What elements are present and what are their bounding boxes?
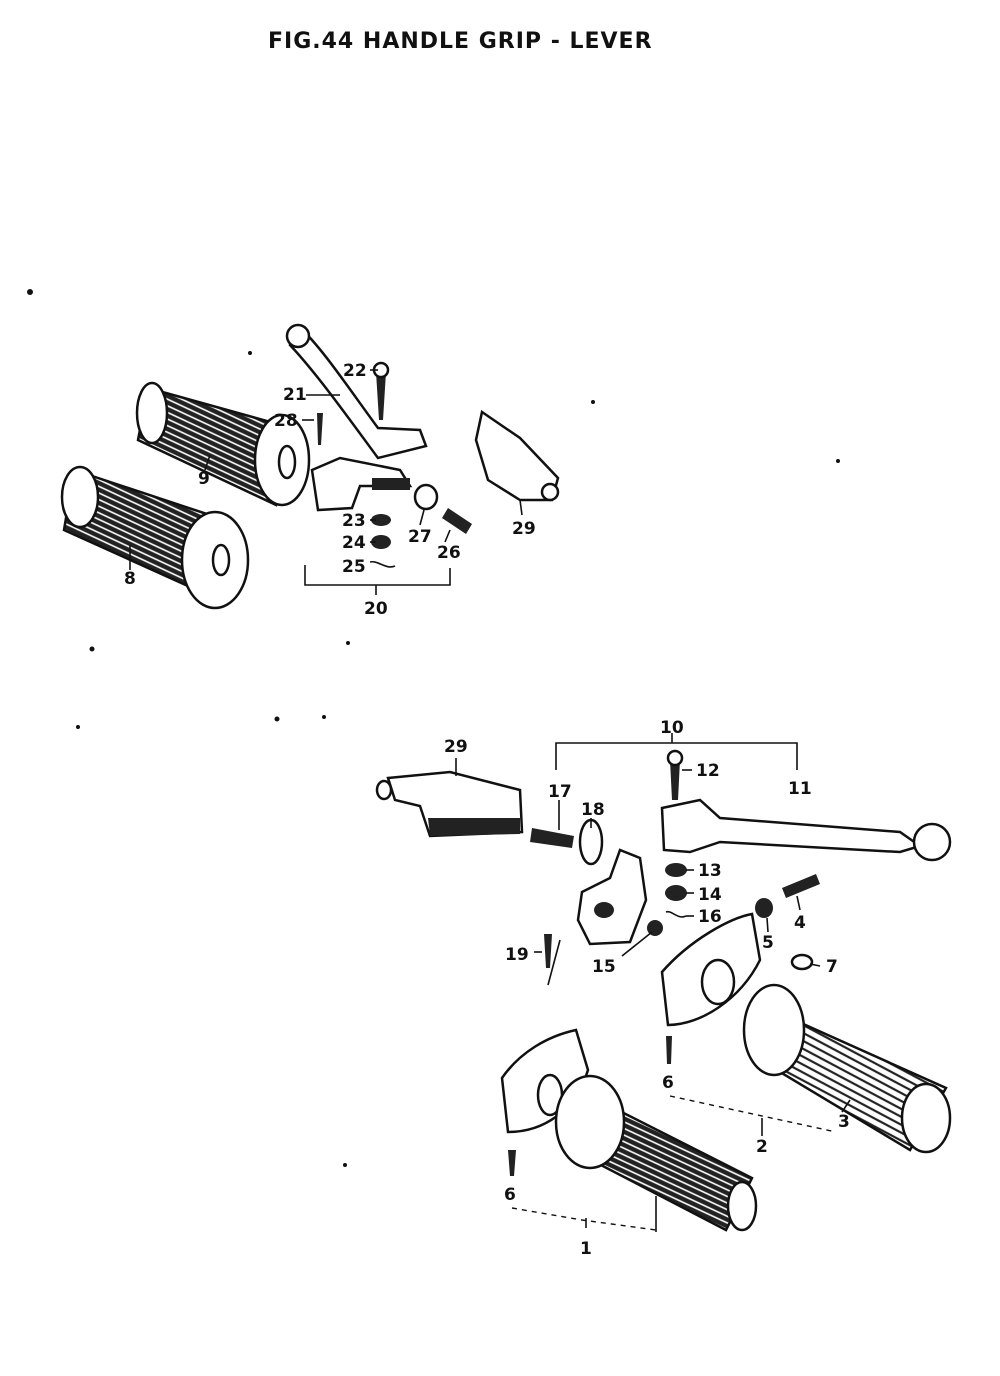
callout-6-left: 6 [504, 1185, 516, 1205]
callout-9: 9 [198, 469, 210, 489]
callout-23: 23 [342, 511, 366, 531]
callout-27: 27 [408, 527, 432, 547]
callout-28: 28 [274, 411, 298, 431]
callout-labels: 1 2 3 4 5 6 6 7 8 9 10 11 12 13 14 15 16… [124, 361, 850, 1259]
lower-small-parts [508, 863, 820, 1176]
callout-1: 1 [580, 1239, 592, 1259]
callout-8: 8 [124, 569, 136, 589]
callout-11: 11 [788, 779, 812, 799]
callout-25: 25 [342, 557, 366, 577]
lever-bracket [310, 456, 413, 512]
bolt-17 [530, 828, 574, 848]
upper-small-parts [317, 361, 472, 568]
callout-29-upper: 29 [512, 519, 536, 539]
grip-1 [554, 1074, 758, 1232]
callout-22: 22 [343, 361, 367, 381]
grip-9 [135, 381, 311, 507]
callout-10: 10 [660, 718, 684, 738]
callout-21: 21 [283, 385, 307, 405]
throttle-housing [660, 912, 762, 1027]
callout-3: 3 [838, 1112, 850, 1132]
lever-cover-29-upper [474, 409, 560, 502]
scan-specks [27, 289, 840, 1167]
callout-6-right: 6 [662, 1073, 674, 1093]
callout-4: 4 [794, 913, 806, 933]
callout-5: 5 [762, 933, 774, 953]
callout-12: 12 [696, 761, 720, 781]
bolt-12-head [666, 749, 684, 767]
callout-16: 16 [698, 907, 722, 927]
lever-cover-29-lower [375, 770, 524, 838]
callout-26: 26 [437, 543, 461, 563]
callout-2: 2 [756, 1137, 768, 1157]
callout-19: 19 [505, 945, 529, 965]
lever-bracket-lower [576, 848, 648, 946]
callout-29-lower: 29 [444, 737, 468, 757]
callout-18: 18 [581, 800, 605, 820]
lever-21 [285, 323, 428, 460]
callout-14: 14 [698, 885, 722, 905]
callout-13: 13 [698, 861, 722, 881]
lever-11 [660, 798, 952, 862]
grip-8 [60, 465, 250, 610]
figure-title: FIG.44 HANDLE GRIP - LEVER [268, 29, 653, 54]
bolt-12 [670, 760, 680, 800]
grip-3 [742, 983, 952, 1154]
callout-17: 17 [548, 782, 572, 802]
bracket-10 [555, 742, 798, 770]
callout-24: 24 [342, 533, 366, 553]
callout-7: 7 [826, 957, 838, 977]
callout-15: 15 [592, 957, 616, 977]
upper-leader-lines [129, 369, 523, 595]
callout-20: 20 [364, 599, 388, 619]
lower-leader-lines [455, 758, 851, 1232]
